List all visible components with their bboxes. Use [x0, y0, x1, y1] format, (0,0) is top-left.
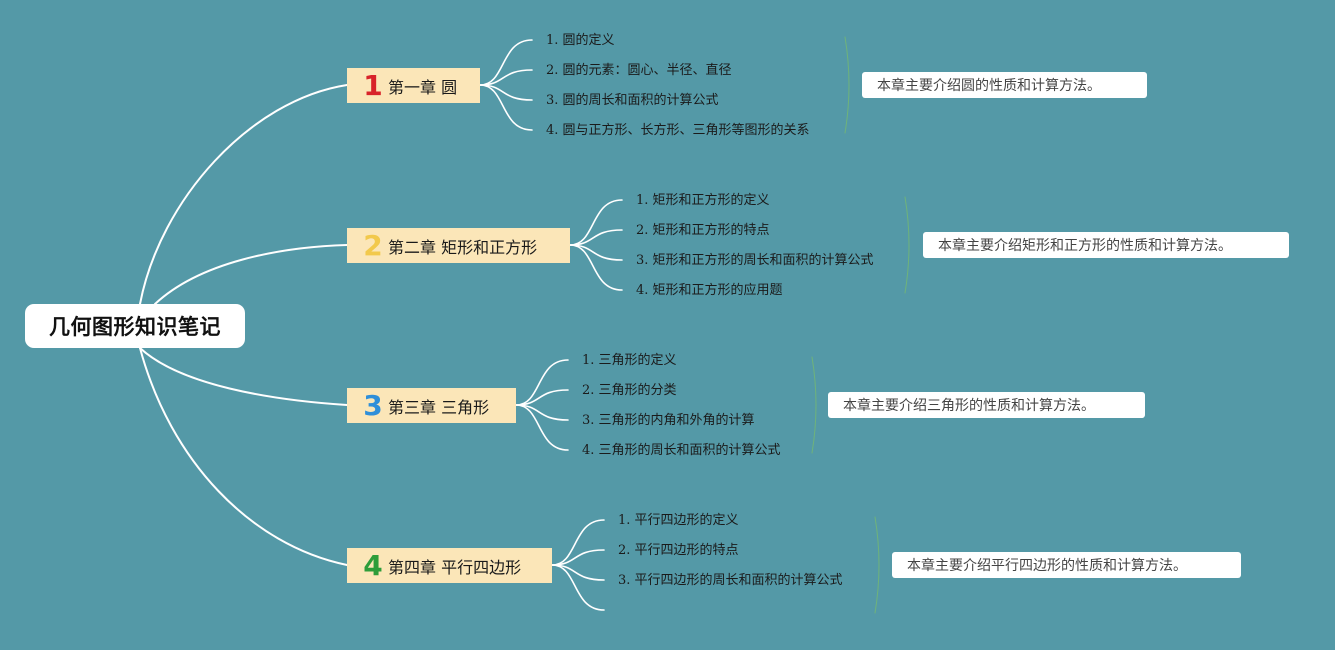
chapter-2-item-1[interactable]: 1. 矩形和正方形的定义	[636, 193, 770, 208]
root-node[interactable]: 几何图形知识笔记	[25, 304, 245, 348]
chapter-3-summary-bracket	[811, 356, 817, 454]
chapter-2-item-2[interactable]: 2. 矩形和正方形的特点	[636, 223, 770, 238]
chapter-4-branch-4	[551, 564, 605, 611]
chapter-title-4: 第四章 平行四边形	[388, 557, 522, 577]
chapter-2-branch-1	[569, 199, 623, 246]
chapter-1-branch-1	[479, 39, 533, 86]
chapter-1-item-1[interactable]: 1. 圆的定义	[546, 33, 615, 48]
chapter-1-item-4[interactable]: 4. 圆与正方形、长方形、三角形等图形的关系	[546, 123, 810, 138]
chapter-node-1[interactable]: 1 第一章 圆	[347, 68, 480, 103]
chapter-4-item-2[interactable]: 2. 平行四边形的特点	[618, 543, 739, 558]
chapter-1-summary-bracket	[844, 36, 850, 134]
chapter-number-4: 4	[363, 548, 383, 582]
chapter-3-item-4[interactable]: 4. 三角形的周长和面积的计算公式	[582, 443, 781, 458]
chapter-1-item-2[interactable]: 2. 圆的元素：圆心、半径、直径	[546, 63, 732, 78]
chapter-2-summary-bracket	[904, 196, 910, 294]
chapter-node-3[interactable]: 3 第三章 三角形	[347, 388, 516, 423]
chapter-3-item-3[interactable]: 3. 三角形的内角和外角的计算	[582, 413, 755, 428]
chapter-1-summary[interactable]: 本章主要介绍圆的性质和计算方法。	[862, 72, 1147, 98]
root-to-chapter-1-line	[139, 84, 348, 305]
chapter-4-item-1[interactable]: 1. 平行四边形的定义	[618, 513, 739, 528]
chapter-title-1: 第一章 圆	[388, 77, 458, 97]
root-to-chapter-3-line	[139, 347, 348, 406]
chapter-1-item-3[interactable]: 3. 圆的周长和面积的计算公式	[546, 93, 719, 108]
chapter-4-item-3[interactable]: 3. 平行四边形的周长和面积的计算公式	[618, 573, 843, 588]
chapter-number-1: 1	[363, 68, 383, 102]
chapter-3-branch-4	[515, 404, 569, 451]
chapter-title-3: 第三章 三角形	[388, 397, 490, 417]
chapter-2-item-3[interactable]: 3. 矩形和正方形的周长和面积的计算公式	[636, 253, 874, 268]
root-to-chapter-2-line	[154, 244, 348, 305]
chapter-4-summary[interactable]: 本章主要介绍平行四边形的性质和计算方法。	[892, 552, 1241, 578]
chapter-3-branch-1	[515, 359, 569, 406]
chapter-3-summary[interactable]: 本章主要介绍三角形的性质和计算方法。	[828, 392, 1145, 418]
chapter-node-4[interactable]: 4 第四章 平行四边形	[347, 548, 552, 583]
root-title: 几何图形知识笔记	[49, 315, 221, 339]
chapter-1-branch-4	[479, 84, 533, 131]
chapter-4-summary-bracket	[874, 516, 880, 614]
chapter-node-2[interactable]: 2 第二章 矩形和正方形	[347, 228, 570, 263]
chapter-4-branch-1	[551, 519, 605, 566]
chapter-2-item-4[interactable]: 4. 矩形和正方形的应用题	[636, 283, 783, 298]
chapter-2-branch-4	[569, 244, 623, 291]
chapter-number-3: 3	[363, 388, 383, 422]
chapter-title-2: 第二章 矩形和正方形	[388, 237, 538, 257]
root-to-chapter-4-line	[139, 347, 348, 566]
chapter-2-summary[interactable]: 本章主要介绍矩形和正方形的性质和计算方法。	[923, 232, 1289, 258]
chapter-number-2: 2	[363, 228, 383, 262]
chapter-3-item-1[interactable]: 1. 三角形的定义	[582, 353, 677, 368]
chapter-3-item-2[interactable]: 2. 三角形的分类	[582, 383, 677, 398]
